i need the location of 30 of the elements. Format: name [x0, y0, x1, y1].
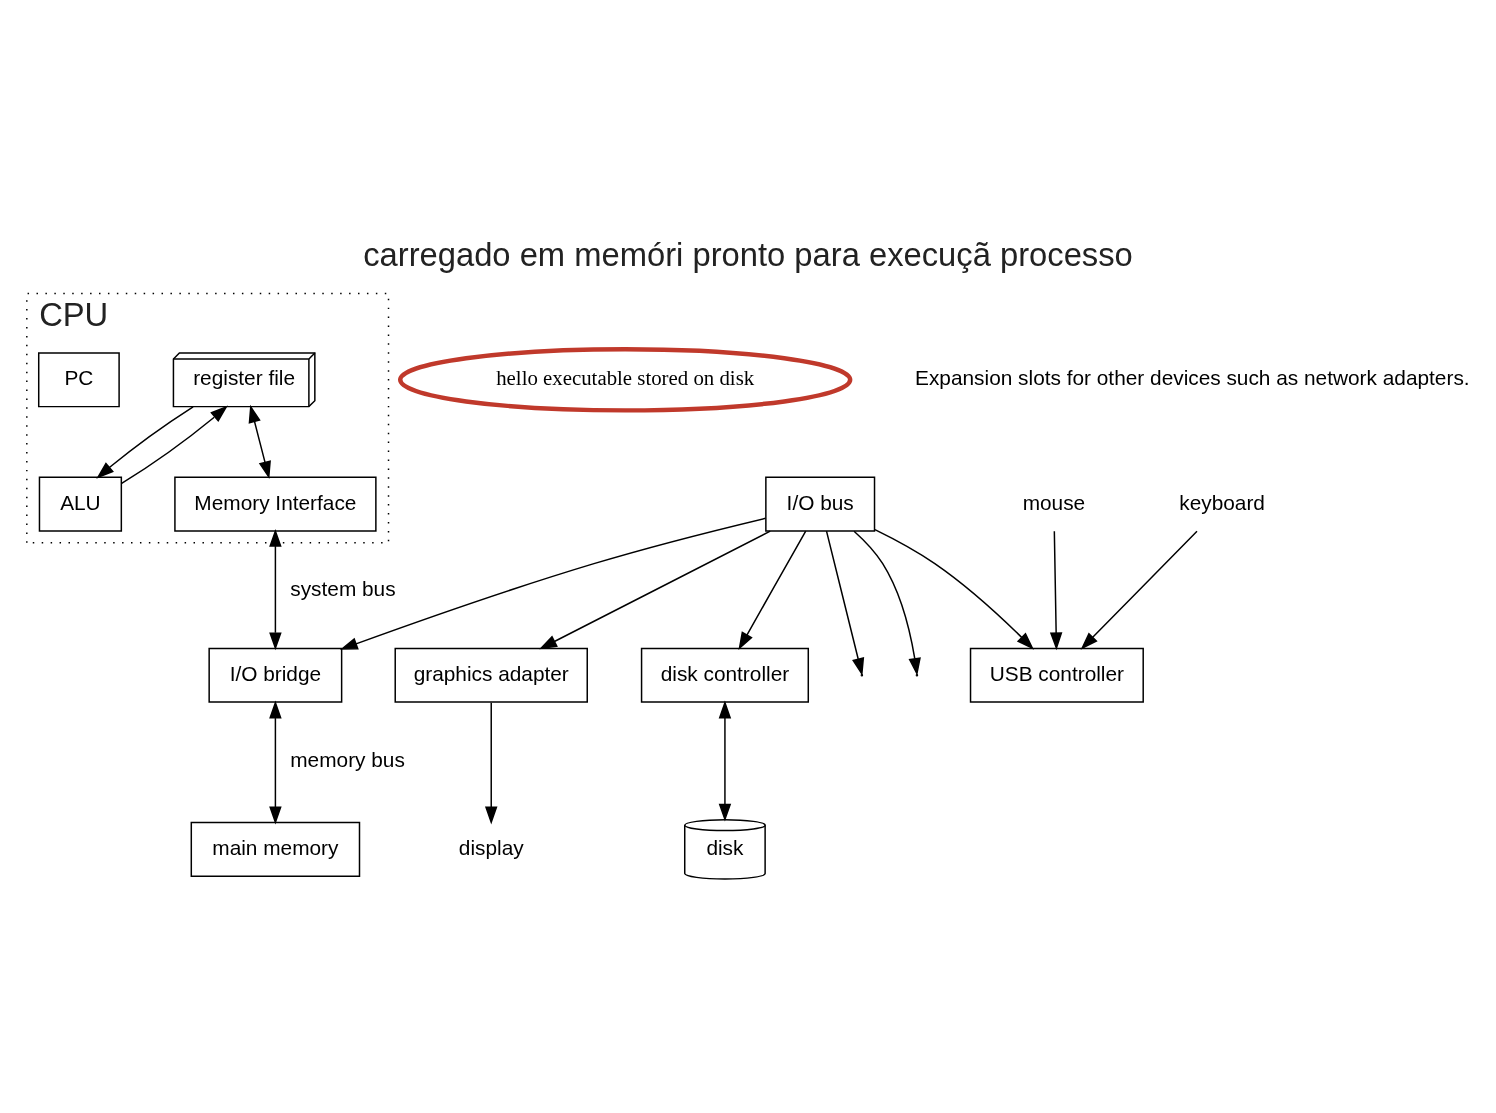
node-box: disk controller — [640, 647, 810, 703]
node-box: I/O bridge — [208, 647, 343, 703]
node-box: Memory Interface — [174, 476, 377, 532]
arrow — [269, 528, 282, 651]
node-box: ALU — [38, 476, 123, 532]
node-box: graphics adapter — [394, 647, 588, 703]
node-box: USB controller — [969, 647, 1144, 703]
arrow — [539, 530, 771, 650]
arrow — [96, 406, 194, 479]
arrow — [1049, 530, 1063, 651]
arrow — [718, 700, 732, 822]
node-box: I/O bus — [765, 476, 876, 532]
label: Expansion slots for other devices such as network adapters. — [915, 366, 1470, 390]
arrow — [1080, 530, 1198, 650]
arrow — [738, 530, 807, 650]
arrow — [339, 517, 767, 650]
node-text: keyboard — [1179, 490, 1265, 514]
diagram-title: carregado em memóri pronto para execuçã processo — [363, 236, 1133, 274]
node-box: main memory — [190, 821, 361, 877]
arrow — [269, 700, 282, 825]
edge-label: memory bus — [290, 748, 405, 772]
arrow — [120, 405, 228, 485]
edge-label: system bus — [290, 576, 396, 600]
arrow — [874, 528, 1034, 650]
node-text: display — [458, 835, 524, 859]
arrow — [248, 404, 271, 480]
node-box: PC — [37, 352, 120, 408]
arrow — [484, 702, 498, 825]
node-ellipse: hello executable stored on disk — [398, 347, 853, 413]
node-text: mouse — [1022, 490, 1086, 514]
